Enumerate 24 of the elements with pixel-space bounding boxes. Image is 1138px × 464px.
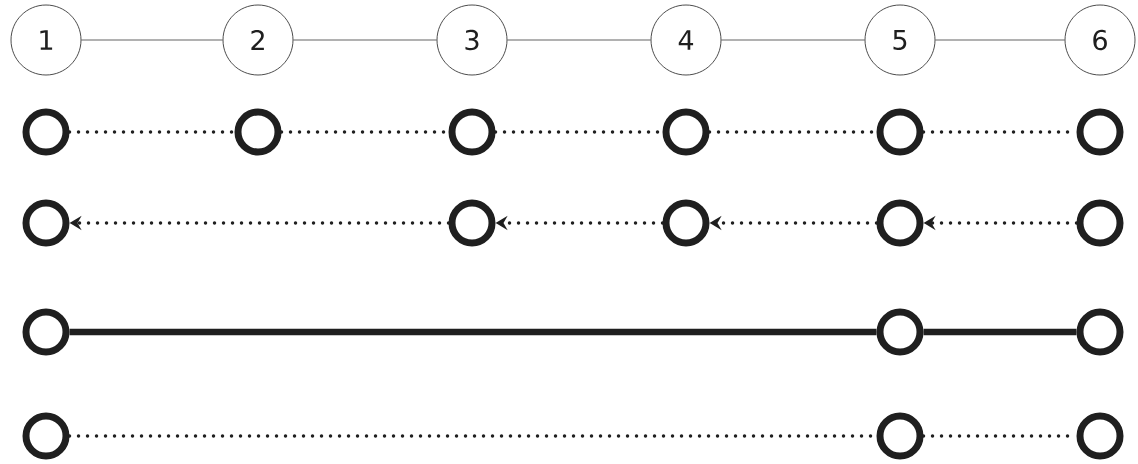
ring: [876, 108, 924, 156]
ring: [876, 412, 924, 460]
ring: [448, 108, 496, 156]
ring: [1076, 308, 1124, 356]
connector-line: [507, 39, 651, 41]
ring: [1076, 199, 1124, 247]
ring: [876, 308, 924, 356]
connector-line: [293, 39, 437, 41]
ring: [662, 108, 710, 156]
connector-line: [935, 39, 1065, 41]
ring: [876, 199, 924, 247]
connector-line: [81, 39, 223, 41]
ring: [448, 199, 496, 247]
connector-line: [721, 39, 865, 41]
ring: [22, 308, 70, 356]
ring: [22, 108, 70, 156]
ring: [22, 412, 70, 460]
ring: [22, 199, 70, 247]
ring: [234, 108, 282, 156]
connector-line: [69, 328, 877, 336]
ring: [1076, 412, 1124, 460]
ring: [1076, 108, 1124, 156]
connector-line: [923, 328, 1077, 336]
ring: [662, 199, 710, 247]
